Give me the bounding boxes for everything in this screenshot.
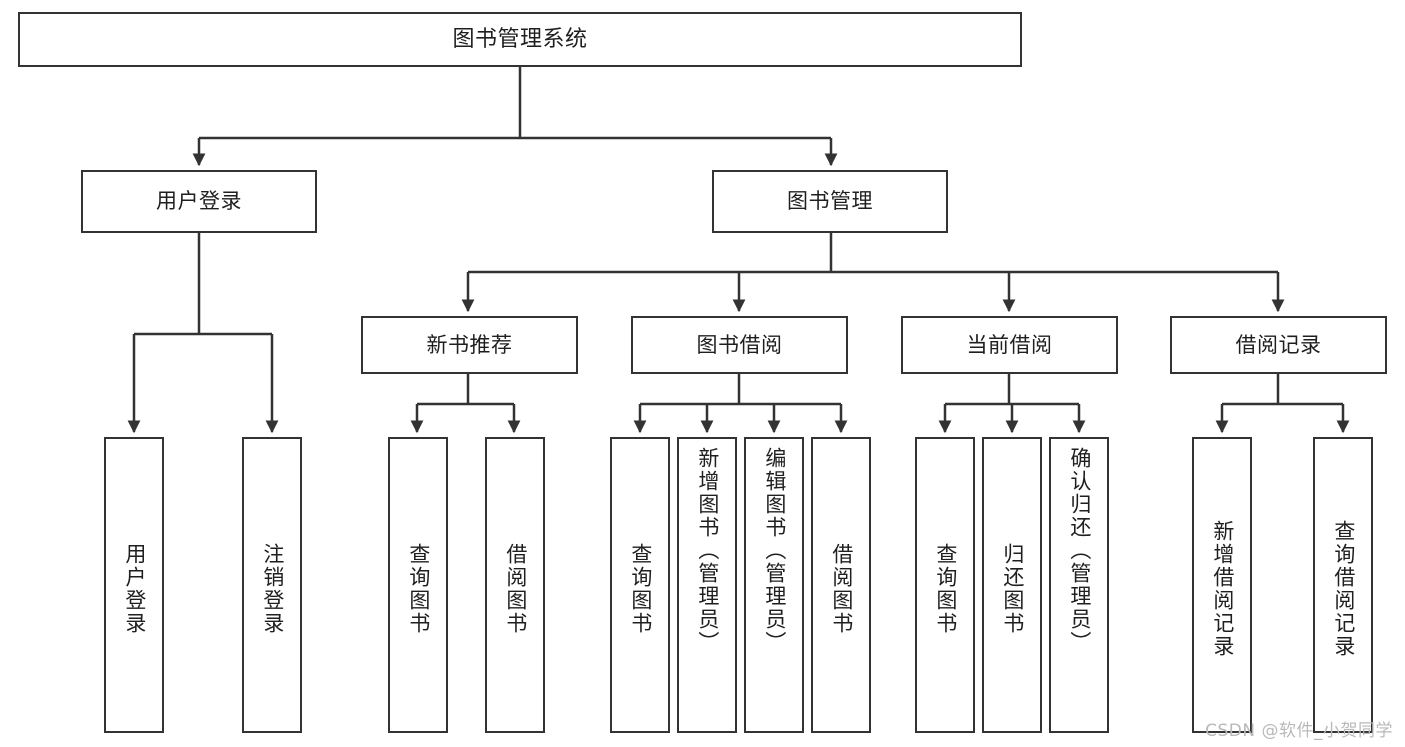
node-label: 用户登录 [122,543,147,635]
node-current-borrow[interactable]: 当前借阅 [901,316,1118,374]
leaf-edit-book[interactable]: 编辑图书（管理员） [744,437,804,733]
node-label: 借阅图书 [829,543,854,635]
node-label: 图书借阅 [696,332,783,357]
node-label: 查询借阅记录 [1331,520,1356,658]
node-user-login[interactable]: 用户登录 [81,170,317,233]
leaf-user-logout[interactable]: 注销登录 [242,437,302,733]
node-label: 新增借阅记录 [1210,520,1235,658]
node-book-manage[interactable]: 图书管理 [712,170,948,233]
node-label: 用户登录 [156,189,242,214]
node-label: 新增图书（管理员） [695,447,720,654]
leaf-user-login[interactable]: 用户登录 [104,437,164,733]
leaf-add-borrow-record[interactable]: 新增借阅记录 [1192,437,1252,733]
node-label: 图书管理 [787,189,873,214]
leaf-query-borrow-record[interactable]: 查询借阅记录 [1313,437,1373,733]
leaf-return-book[interactable]: 归还图书 [982,437,1042,733]
node-label: 借阅记录 [1235,332,1322,357]
node-label: 当前借阅 [966,332,1053,357]
node-label: 新书推荐 [426,332,513,357]
node-label: 归还图书 [1000,543,1025,635]
leaf-query-book-recommend[interactable]: 查询图书 [388,437,448,733]
node-label: 借阅图书 [503,543,528,635]
leaf-borrow-book-recommend[interactable]: 借阅图书 [485,437,545,733]
leaf-query-book-current[interactable]: 查询图书 [915,437,975,733]
watermark: CSDN @软件_小贺同学 [1205,721,1393,741]
node-new-book-recommend[interactable]: 新书推荐 [361,316,578,374]
node-label: 查询图书 [628,543,653,635]
leaf-query-book-borrow[interactable]: 查询图书 [610,437,670,733]
node-label: 图书管理系统 [452,26,588,52]
leaf-confirm-return[interactable]: 确认归还（管理员） [1049,437,1109,733]
node-label: 注销登录 [260,543,285,635]
node-label: 确认归还（管理员） [1067,447,1092,654]
node-book-borrow[interactable]: 图书借阅 [631,316,848,374]
leaf-borrow-book-borrow[interactable]: 借阅图书 [811,437,871,733]
node-root-system[interactable]: 图书管理系统 [18,12,1022,67]
node-borrow-record[interactable]: 借阅记录 [1170,316,1387,374]
node-label: 编辑图书（管理员） [762,447,787,654]
leaf-add-book[interactable]: 新增图书（管理员） [677,437,737,733]
node-label: 查询图书 [406,543,431,635]
node-label: 查询图书 [933,543,958,635]
